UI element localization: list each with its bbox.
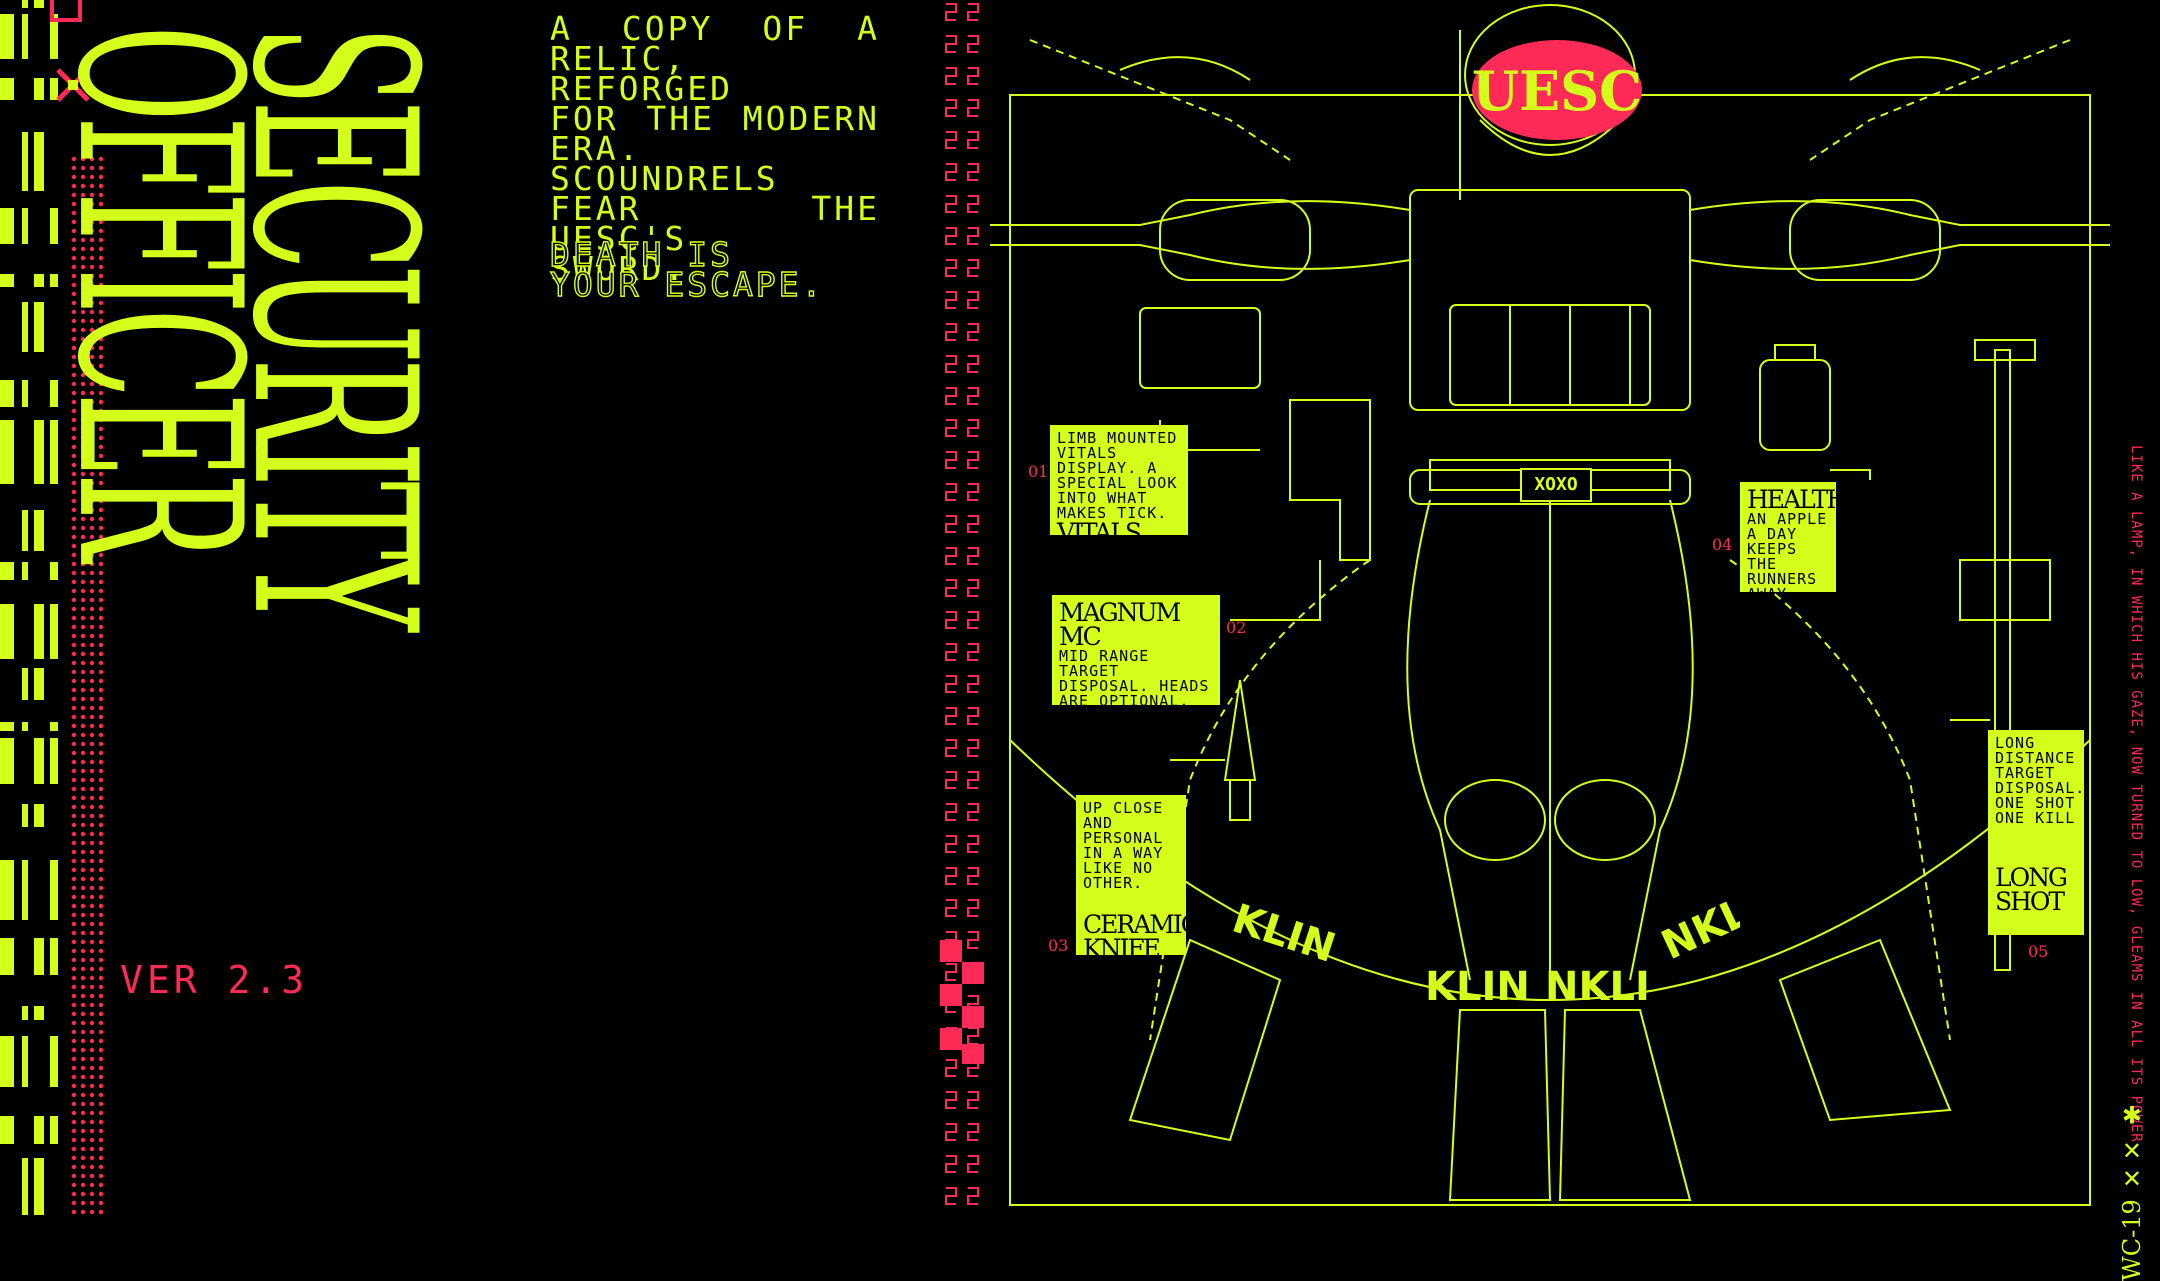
card-magnum: MAGNUM MC MID RANGE TARGET DISPOSAL. HEA…: [1052, 595, 1220, 709]
card-title: VITALS UNIT: [1057, 518, 1142, 571]
card-number: 02: [1226, 618, 1247, 637]
card-title: CERAMIC KNIFE: [1083, 910, 1200, 963]
card-desc: LIMB MOUNTED VITALS DISPLAY. A SPECIAL L…: [1057, 429, 1178, 522]
card-number: 04: [1712, 535, 1733, 554]
card-title: HEALTH: [1747, 485, 1848, 514]
boot-label: NKLI: [1655, 890, 1740, 969]
card-title: LONG SHOT: [1995, 863, 2068, 916]
uesc-helmet-logo: UESC: [1472, 40, 1642, 140]
boot-label: KLIN: [1227, 896, 1341, 972]
title-security: SECURITY: [202, 25, 466, 626]
card-number: 03: [1048, 936, 1069, 955]
card-desc: AN APPLE A DAY KEEPS THE RUNNERS AWAY.: [1747, 510, 1828, 603]
card-long-shot: LONG DISTANCE TARGET DISPOSAL. ONE SHOT …: [1988, 730, 2084, 935]
dot-matrix-strip: [71, 156, 104, 1215]
boot-label: NKLI: [1545, 964, 1650, 1010]
intro-text: A COPY OF A RELIC, REFORGED FOR THE MODE…: [550, 9, 880, 288]
barcode-strip: [0, 0, 58, 1215]
title-officer: OFFICER: [27, 25, 291, 556]
card-health: HEALTH AN APPLE A DAY KEEPS THE RUNNERS …: [1740, 482, 1848, 602]
version-label: VER 2.3: [120, 958, 309, 1002]
helmet-logo-text: UESC: [1472, 59, 1642, 123]
belt-buckle: XOXO: [1520, 468, 1592, 502]
boot-labels: KLIN KLIN NKLI NKLI: [1227, 890, 1740, 1010]
side-quote: LIKE A LAMP, IN WHICH HIS GAZE, NOW TURN…: [2128, 445, 2144, 1143]
card-desc: UP CLOSE AND PERSONAL IN A WAY LIKE NO O…: [1083, 799, 1164, 892]
checker-pattern: [940, 940, 984, 1064]
side-code: WC-19 ✕✕ ✱: [2118, 1100, 2146, 1281]
crosshair-icon: [50, 0, 90, 102]
card-title: MAGNUM MC: [1059, 598, 1181, 651]
card-desc: LONG DISTANCE TARGET DISPOSAL. ONE SHOT …: [1995, 734, 2086, 827]
boot-label: KLIN: [1425, 964, 1530, 1010]
card-vitals-unit: LIMB MOUNTED VITALS DISPLAY. A SPECIAL L…: [1050, 425, 1188, 569]
card-ceramic-knife: UP CLOSE AND PERSONAL IN A WAY LIKE NO O…: [1076, 795, 1200, 961]
card-number: 01: [1028, 462, 1049, 481]
tagline: DEATH IS YOUR ESCAPE.: [549, 235, 825, 304]
officer-figure: [990, 4, 2110, 1206]
card-number: 05: [2028, 942, 2049, 961]
card-desc: MID RANGE TARGET DISPOSAL. HEADS ARE OPT…: [1059, 647, 1210, 710]
